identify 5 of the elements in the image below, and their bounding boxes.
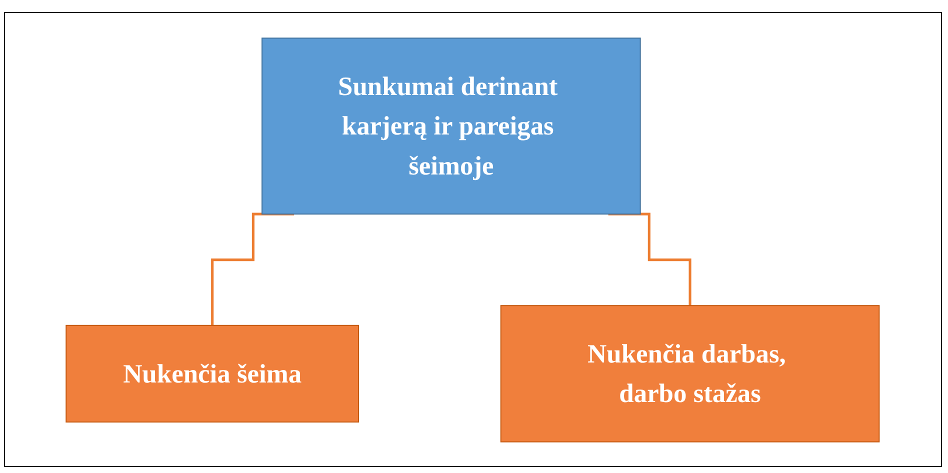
text-box: Sunkumai derinant karjerą ir pareigas šeimoje	[262, 37, 642, 214]
connector-line	[608, 212, 692, 306]
text-box: Nukenčia darbas, darbo stažas	[500, 304, 880, 442]
text-box: Nukenčia šeima	[66, 324, 360, 422]
connector-line	[211, 212, 294, 326]
